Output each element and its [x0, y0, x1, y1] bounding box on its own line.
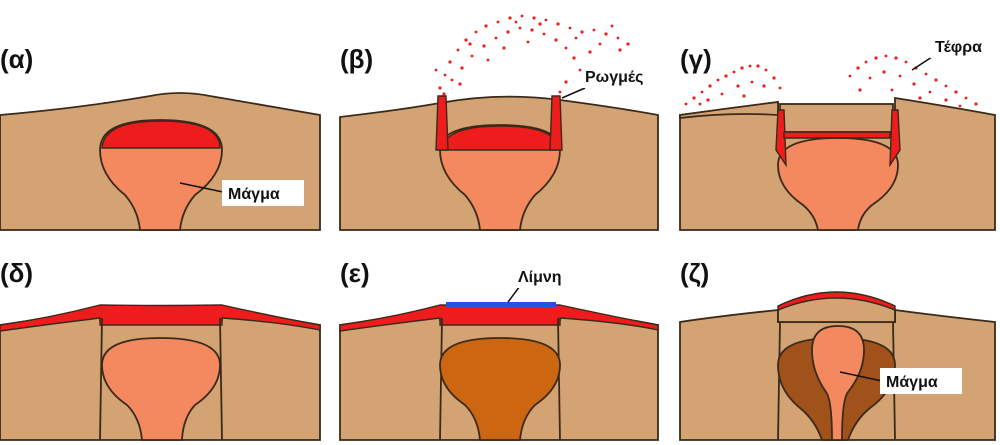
panel-delta: (δ) — [0, 258, 321, 441]
ring-fracture-right — [889, 109, 901, 168]
callout-magma: Μάγμα — [886, 374, 938, 391]
ejecta-spray — [434, 14, 630, 96]
callout-box — [512, 264, 580, 288]
panel-label: (ζ) — [680, 258, 709, 288]
crack-left — [435, 95, 449, 151]
ring-fracture-right — [557, 317, 561, 441]
panel-gamma: (γ) Τέφρα — [679, 34, 996, 231]
callout-box — [222, 180, 304, 206]
magma-top-layer — [101, 120, 221, 149]
new-magma-chamber — [811, 325, 865, 441]
ring-fracture-left — [439, 317, 443, 441]
panel-zeta: (ζ) Μάγμα — [679, 258, 996, 441]
ring-fracture-left — [777, 321, 781, 441]
lava-cover — [0, 304, 321, 332]
leader-line — [507, 285, 521, 303]
tephra-deposit — [684, 54, 978, 108]
lava-cover — [339, 304, 659, 332]
crack-right — [549, 95, 563, 151]
callout-box — [880, 368, 962, 394]
subsided-block — [779, 103, 894, 133]
panel-label: (δ) — [0, 258, 33, 288]
panel-label: (α) — [0, 44, 33, 74]
callout-box — [583, 64, 663, 88]
leader-line — [179, 182, 224, 193]
ring-fracture-left — [775, 109, 787, 168]
ring-fracture-left — [99, 317, 103, 441]
crater-lake — [446, 302, 556, 307]
panel-alpha: (α) Μάγμα — [0, 44, 321, 231]
panel-label: (β) — [340, 44, 373, 74]
magma-chamber — [439, 124, 561, 231]
panel-label: (γ) — [680, 44, 712, 74]
panel-beta: (β) Ρωγμές — [339, 14, 663, 231]
leader-line — [839, 371, 883, 382]
dome-lava-cap — [777, 291, 896, 312]
panel-epsilon: (ε) Λίμνη — [339, 258, 659, 441]
callout-lake: Λίμνη — [518, 269, 562, 286]
panel-label: (ε) — [340, 258, 370, 288]
callout-magma: Μάγμα — [228, 186, 280, 203]
chamber-roof-lava — [783, 131, 891, 139]
callout-cracks: Ρωγμές — [585, 69, 643, 86]
ring-fracture-right — [219, 317, 223, 441]
callout-box — [930, 34, 996, 58]
callout-tephra: Τέφρα — [935, 39, 982, 56]
leader-line — [561, 87, 586, 99]
cooled-magma-chamber — [439, 337, 561, 441]
magma-chamber — [101, 337, 221, 441]
